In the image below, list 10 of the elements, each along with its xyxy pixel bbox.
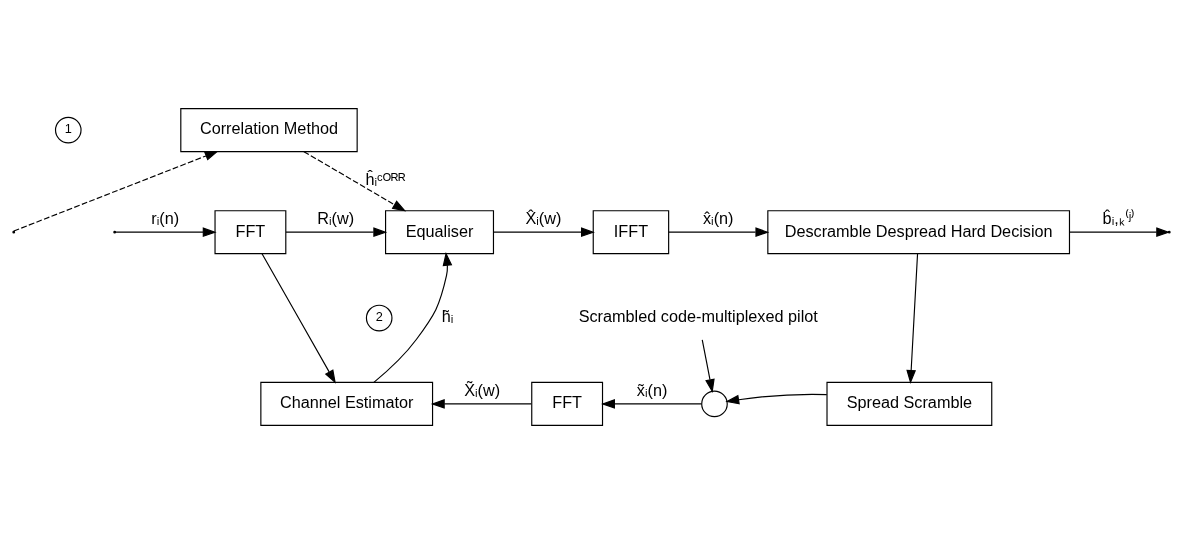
edge-label: X̃ᵢ(w) <box>464 380 501 399</box>
node-text: Scrambled code-multiplexed pilot <box>578 306 818 325</box>
edge-label: ĥᵢᶜᴼᴿᴿ <box>365 169 406 188</box>
edge-label: Rᵢ(w) <box>317 208 355 227</box>
edge-label: X̂ᵢ(w) <box>525 208 562 227</box>
edge-label: b̂ᵢ,ₖ⁽ʲ⁾ <box>1102 208 1136 227</box>
edge-label: x̂ᵢ(n) <box>702 208 734 227</box>
edge-label: rᵢ(n) <box>151 208 180 227</box>
edge-label: x̃ᵢ(n) <box>636 380 668 399</box>
edge-label: h̃ᵢ <box>441 306 454 325</box>
